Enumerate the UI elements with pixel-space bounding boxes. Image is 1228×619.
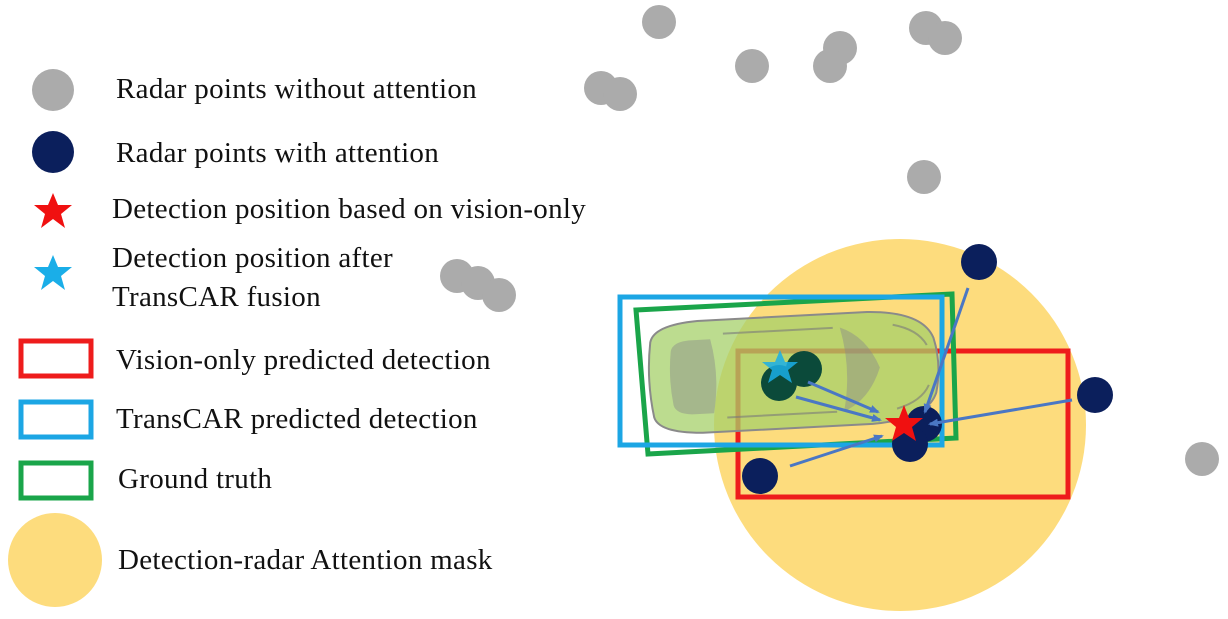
legend-label-transcar-position-1: Detection position after	[112, 242, 394, 274]
gray-radar-point	[813, 49, 847, 83]
legend-label-vision-box: Vision-only predicted detection	[116, 344, 491, 376]
transcar-box	[617, 294, 945, 448]
navy-radar-points	[742, 244, 1113, 494]
gray-radar-point	[735, 49, 769, 83]
gray-radar-points	[440, 5, 1219, 476]
legend-transcar-box-icon	[18, 399, 94, 440]
legend-attention-mask-icon	[8, 513, 102, 607]
attention-arrow	[789, 434, 884, 468]
legend-label-transcar-box: TransCAR predicted detection	[116, 403, 478, 435]
red-star-icon	[885, 405, 923, 441]
attention-arrow	[807, 380, 880, 414]
attention-arrow	[795, 395, 882, 422]
gray-radar-point	[907, 160, 941, 194]
legend-label-ground-truth: Ground truth	[118, 463, 273, 495]
attention-arrows	[789, 287, 1073, 468]
navy-radar-point	[742, 458, 778, 494]
gray-radar-point	[642, 5, 676, 39]
navy-radar-points-on-car	[761, 351, 822, 401]
navy-radar-point	[961, 244, 997, 280]
gray-radar-point	[482, 278, 516, 312]
navy-circle-icon	[32, 131, 74, 173]
legend-label-radar-without: Radar points without attention	[116, 73, 477, 105]
attention-arrow	[923, 287, 970, 414]
navy-radar-point	[1077, 377, 1113, 413]
legend-label-attention-mask: Detection-radar Attention mask	[118, 544, 493, 576]
red-star-icon	[34, 193, 72, 228]
blue-star-icon	[762, 350, 798, 383]
legend-label-radar-with: Radar points with attention	[116, 137, 440, 169]
blue-star-icon	[34, 255, 72, 290]
legend-ground-truth-icon	[18, 460, 94, 501]
legend-label-vision-position: Detection position based on vision-only	[112, 193, 587, 225]
gray-radar-point	[603, 77, 637, 111]
legend-vision-box-icon	[18, 338, 94, 379]
gray-radar-point	[1185, 442, 1219, 476]
gray-radar-point	[928, 21, 962, 55]
gray-circle-icon	[32, 69, 74, 111]
legend-label-transcar-position-2: TransCAR fusion	[112, 281, 321, 313]
attention-arrow	[928, 398, 1073, 427]
